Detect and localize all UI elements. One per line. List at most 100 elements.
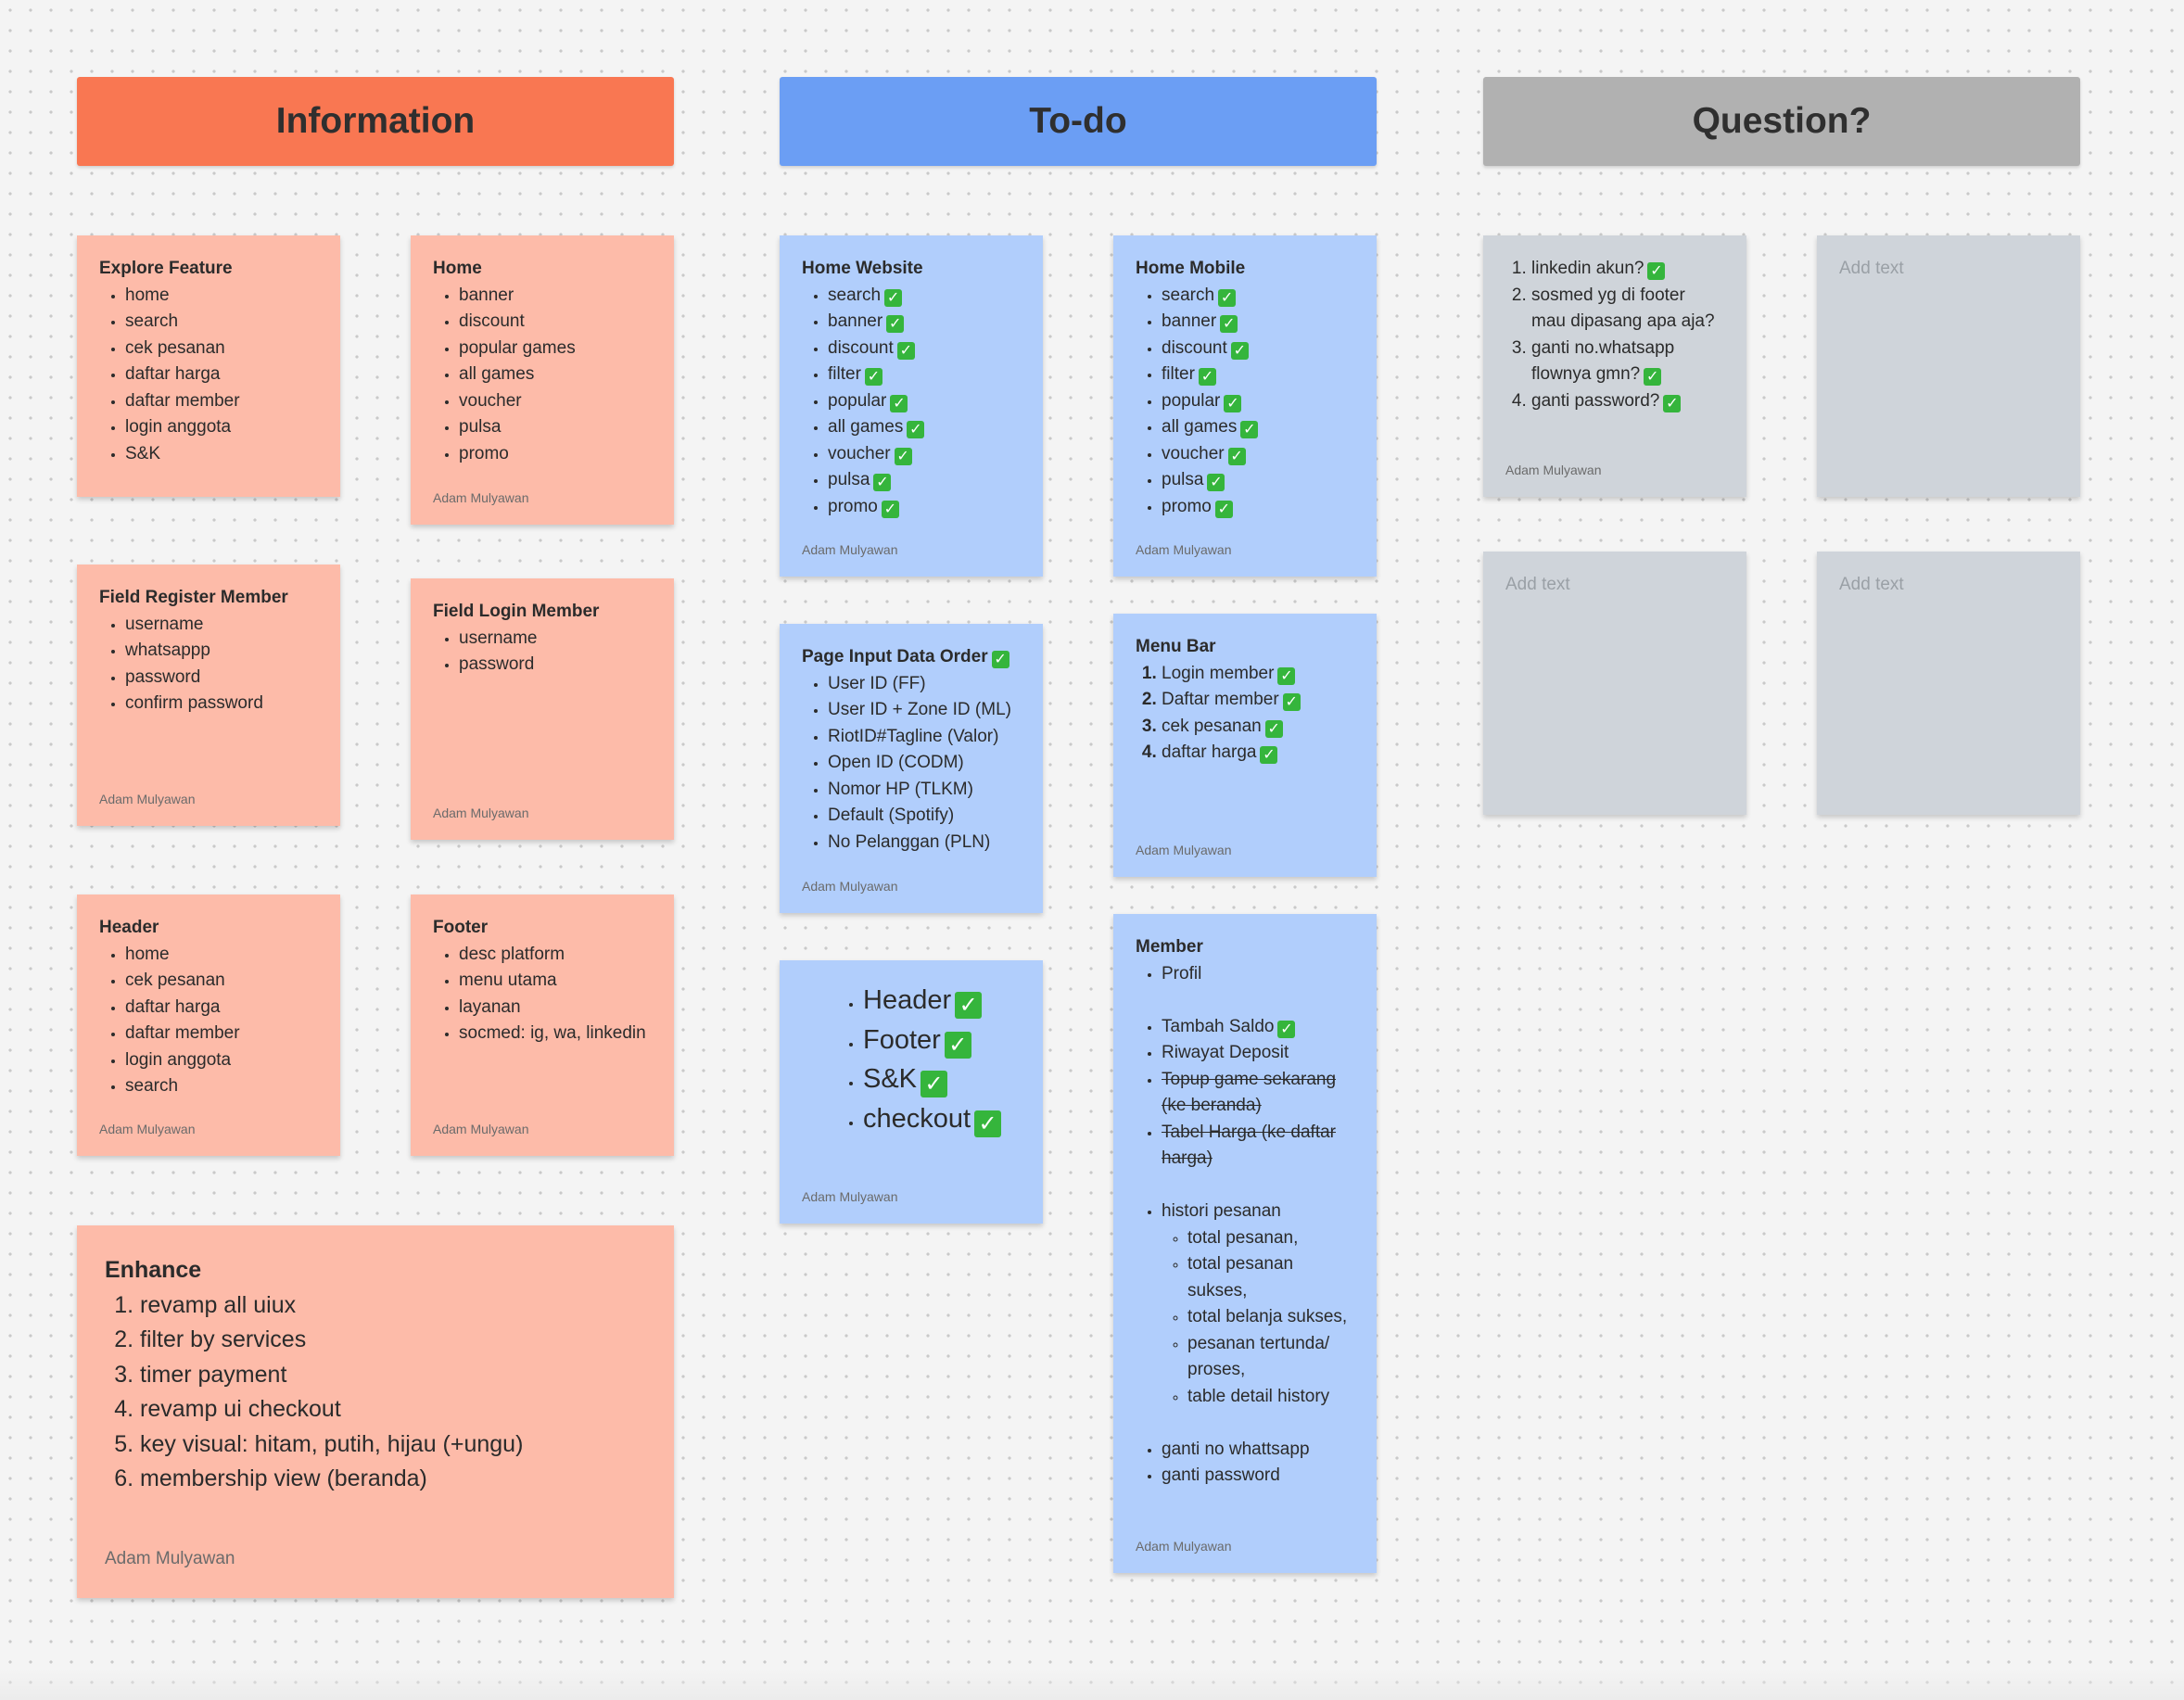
- list-item: promo✓: [1162, 494, 1354, 521]
- sticky-note-empty[interactable]: Add text: [1817, 552, 2080, 815]
- list-item: pulsa: [459, 414, 652, 441]
- information-header-title: Information: [275, 101, 476, 141]
- checkmark-icon: ✓: [1227, 447, 1246, 465]
- sticky-note-menu-bar[interactable]: Menu Bar Login member✓ Daftar member✓ ce…: [1113, 614, 1377, 877]
- list-item: Tambah Saldo✓: [1162, 1014, 1354, 1041]
- enhance-list: revamp all uiux filter by services timer…: [105, 1288, 646, 1497]
- list-item: Login member✓: [1162, 661, 1354, 688]
- todo-header[interactable]: To-do: [780, 77, 1377, 166]
- list-item: home: [125, 283, 318, 310]
- canvas-bottom-shade: [0, 1668, 2184, 1700]
- sticky-note-footer[interactable]: Footer desc platform menu utama layanan …: [411, 894, 674, 1156]
- list-item: Profil: [1162, 961, 1354, 988]
- sticky-note-header[interactable]: Header home cek pesanan daftar harga daf…: [77, 894, 340, 1156]
- explore-list: home search cek pesanan daftar harga daf…: [99, 283, 318, 468]
- list-item: Nomor HP (TLKM): [828, 777, 1021, 804]
- pages-checklist: Header✓ Footer✓ S&K✓ checkout✓: [802, 981, 1021, 1138]
- checkmark-icon: ✓: [1198, 368, 1216, 386]
- note-title: Field Login Member: [433, 602, 600, 621]
- sticky-note-empty[interactable]: Add text: [1483, 552, 1746, 815]
- note-author: Adam Mulyawan: [1136, 542, 1232, 557]
- list-item: cek pesanan✓: [1162, 714, 1354, 741]
- histori-sublist: total pesanan, total pesanan sukses, tot…: [1162, 1225, 1354, 1411]
- checkmark-icon: ✓: [1220, 315, 1238, 333]
- sticky-note-home-mobile[interactable]: Home Mobile search✓ banner✓ discount✓ fi…: [1113, 235, 1377, 577]
- list-item: menu utama: [459, 968, 652, 995]
- list-item: ganti password?✓: [1531, 388, 1724, 415]
- list-item: socmed: ig, wa, linkedin: [459, 1021, 652, 1047]
- checkmark-icon: ✓: [890, 394, 908, 412]
- question-header[interactable]: Question?: [1483, 77, 2080, 166]
- note-title: Header: [99, 918, 159, 937]
- list-item: all games✓: [828, 414, 1021, 441]
- list-item: Default (Spotify): [828, 803, 1021, 830]
- home-list: banner discount popular games all games …: [433, 283, 652, 468]
- checkmark-icon: ✓: [884, 288, 903, 307]
- note-title: Home: [433, 259, 482, 278]
- list-item: timer payment: [140, 1358, 646, 1393]
- list-item: promo✓: [828, 494, 1021, 521]
- home-website-list: search✓ banner✓ discount✓ filter✓ popula…: [802, 283, 1021, 521]
- checkmark-icon: ✓: [1663, 394, 1682, 412]
- list-item: banner✓: [828, 309, 1021, 336]
- list-item: username: [459, 626, 652, 653]
- list-item: membership view (beranda): [140, 1462, 646, 1497]
- note-author: Adam Mulyawan: [433, 806, 529, 820]
- sticky-note-field-login-member[interactable]: Field Login Member username password Ada…: [411, 578, 674, 840]
- sticky-note-member[interactable]: Member Profil Tambah Saldo✓ Riwayat Depo…: [1113, 914, 1377, 1573]
- sticky-note-empty[interactable]: Add text: [1817, 235, 2080, 497]
- list-item: daftar member: [125, 388, 318, 415]
- information-header[interactable]: Information: [77, 77, 674, 166]
- list-item: revamp ui checkout: [140, 1392, 646, 1427]
- sticky-note-explore-feature[interactable]: Explore Feature home search cek pesanan …: [77, 235, 340, 497]
- list-item: filter by services: [140, 1323, 646, 1358]
- list-item: voucher✓: [828, 441, 1021, 468]
- sticky-note-home-website[interactable]: Home Website search✓ banner✓ discount✓ f…: [780, 235, 1043, 577]
- add-text-placeholder[interactable]: Add text: [1505, 575, 1570, 594]
- add-text-placeholder[interactable]: Add text: [1839, 259, 1904, 278]
- note-title: Enhance: [105, 1257, 202, 1283]
- list-spacer: [1162, 987, 1354, 1014]
- sticky-note-page-input-data-order[interactable]: Page Input Data Order✓ User ID (FF) User…: [780, 624, 1043, 913]
- note-title: Explore Feature: [99, 259, 233, 278]
- footer-list: desc platform menu utama layanan socmed:…: [433, 942, 652, 1047]
- list-item: ganti no.whatsapp flownya gmn?✓: [1531, 336, 1724, 388]
- note-author: Adam Mulyawan: [433, 490, 529, 505]
- list-item: S&K✓: [863, 1059, 1021, 1099]
- list-item: filter✓: [828, 362, 1021, 388]
- list-spacer: [1162, 1173, 1354, 1199]
- checkmark-icon: ✓: [896, 341, 915, 360]
- list-item: sosmed yg di footer mau dipasang apa aja…: [1531, 283, 1724, 336]
- list-item: total pesanan,: [1187, 1225, 1354, 1252]
- list-item: daftar harga✓: [1162, 740, 1354, 767]
- checkmark-icon: ✓: [873, 474, 892, 491]
- list-item: RiotID#Tagline (Valor): [828, 724, 1021, 751]
- question-header-title: Question?: [1692, 101, 1872, 141]
- sticky-note-field-register-member[interactable]: Field Register Member username whatsappp…: [77, 565, 340, 826]
- list-item: cek pesanan: [125, 336, 318, 362]
- sticky-note-pages-checklist[interactable]: Header✓ Footer✓ S&K✓ checkout✓ Adam Muly…: [780, 960, 1043, 1224]
- list-item: promo: [459, 441, 652, 468]
- sticky-note-home[interactable]: Home banner discount popular games all g…: [411, 235, 674, 525]
- checkmark-icon: ✓: [894, 447, 912, 465]
- note-author: Adam Mulyawan: [105, 1549, 235, 1568]
- note-title: Home Mobile: [1136, 259, 1246, 278]
- sticky-note-questions[interactable]: linkedin akun?✓ sosmed yg di footer mau …: [1483, 235, 1746, 497]
- note-author: Adam Mulyawan: [802, 879, 898, 894]
- list-item: search✓: [828, 283, 1021, 310]
- list-item: search: [125, 1073, 318, 1100]
- add-text-placeholder[interactable]: Add text: [1839, 575, 1904, 594]
- list-item: revamp all uiux: [140, 1288, 646, 1324]
- list-item: discount✓: [1162, 336, 1354, 362]
- list-item: username: [125, 612, 318, 639]
- checkmark-icon: ✓: [944, 1031, 971, 1059]
- member-list: Profil Tambah Saldo✓ Riwayat Deposit Top…: [1136, 961, 1354, 1490]
- list-item: Footer✓: [863, 1021, 1021, 1060]
- list-item: login anggota: [125, 1047, 318, 1074]
- list-item: daftar member: [125, 1021, 318, 1047]
- sticky-note-enhance[interactable]: Enhance revamp all uiux filter by servic…: [77, 1225, 674, 1598]
- register-list: username whatsappp password confirm pass…: [99, 612, 318, 717]
- menu-bar-list: Login member✓ Daftar member✓ cek pesanan…: [1136, 661, 1354, 767]
- list-item: Header✓: [863, 981, 1021, 1021]
